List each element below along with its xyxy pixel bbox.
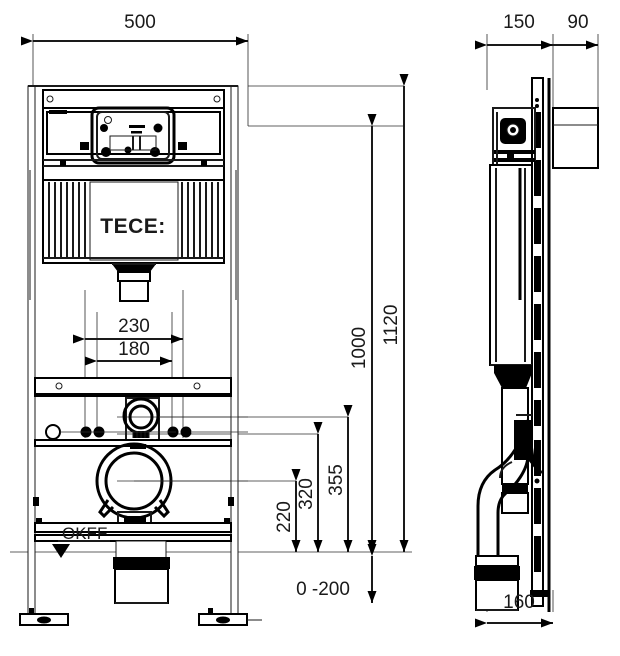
okff-marker: OKFF (52, 524, 110, 558)
side-elbow-pipe (474, 414, 536, 611)
dim-180: 180 (85, 339, 172, 366)
dim-0-200: 0 -200 (296, 544, 377, 603)
dim-label-355: 355 (326, 464, 347, 496)
side-actuator-assembly (492, 107, 536, 170)
dim-label-1120: 1120 (381, 305, 402, 346)
dim-1000: 1000 (349, 114, 377, 552)
insulation-ribs (48, 182, 219, 258)
drain-pipe-assembly (95, 442, 248, 525)
dim-label-320: 320 (296, 478, 317, 510)
dim-355: 355 (326, 405, 353, 552)
dim-label-500: 500 (124, 12, 156, 33)
dim-label-1000: 1000 (349, 327, 370, 369)
frame-feet (19, 608, 262, 626)
side-cistern-tank (489, 164, 533, 373)
dim-1120: 1120 (381, 74, 409, 552)
okff-label: OKFF (62, 524, 107, 543)
dim-220: 220 (274, 469, 301, 552)
dim-label-180: 180 (118, 339, 150, 360)
dim-320: 320 (296, 422, 323, 552)
outlet-pipe (113, 540, 170, 604)
dim-label-90: 90 (567, 12, 588, 33)
dim-width-500: 500 (21, 12, 248, 46)
dim-label-160: 160 (503, 592, 535, 613)
flush-pipe-connector (112, 263, 156, 302)
water-connection-assembly (45, 397, 248, 441)
support-rail-upper (34, 377, 232, 397)
dim-230: 230 (73, 316, 183, 344)
dim-label-220: 220 (274, 501, 295, 533)
side-flush-plate-box (552, 107, 599, 169)
dim-90: 90 (553, 12, 598, 50)
dim-160: 160 (475, 592, 553, 628)
cistern-body: TECE: (42, 179, 225, 264)
dim-label-230: 230 (118, 316, 150, 337)
brand-label: TECE: (100, 215, 166, 238)
flush-plate-assembly (42, 89, 225, 181)
side-frame-rails (530, 77, 551, 612)
side-view-group: 150 90 (474, 12, 599, 628)
front-view-group: 500 (10, 12, 412, 626)
dim-label-0-200: 0 -200 (296, 579, 350, 600)
dim-150: 150 (475, 12, 553, 50)
dim-label-150: 150 (503, 12, 535, 33)
